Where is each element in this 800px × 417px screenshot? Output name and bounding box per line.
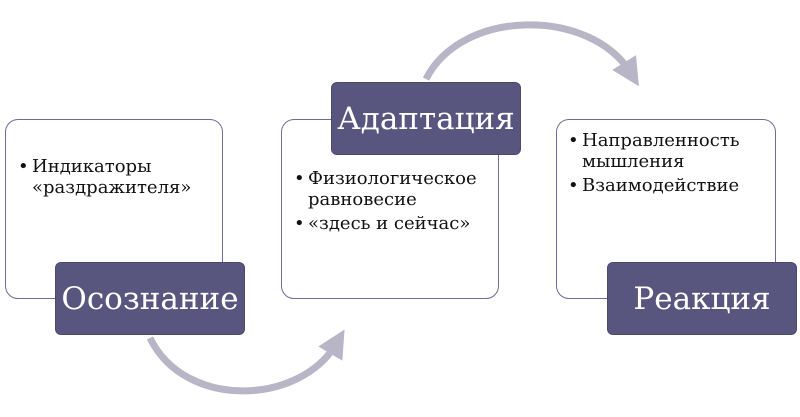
bullet-item: Взаимодействие (566, 175, 774, 196)
stage-label-adaptation: Адаптация (331, 82, 521, 155)
bullet-list: Физиологическое равновесие «здесь и сейч… (292, 168, 496, 234)
bullet-item: «здесь и сейчас» (292, 213, 496, 234)
stage-label-reaction: Реакция (607, 262, 797, 335)
bullet-list: Направленность мышления Взаимодействие (566, 130, 774, 196)
arrow-adaptation-to-reaction (422, 21, 639, 87)
stage-label-awareness: Осознание (55, 262, 245, 335)
arrow-awareness-to-adaptation (146, 329, 345, 395)
bullet-item: Физиологическое равновесие (292, 168, 496, 210)
bullet-item: Направленность мышления (566, 130, 774, 172)
bullet-item: Индикаторы «раздражителя» (16, 156, 216, 198)
bullet-list: Индикаторы «раздражителя» (16, 156, 216, 198)
